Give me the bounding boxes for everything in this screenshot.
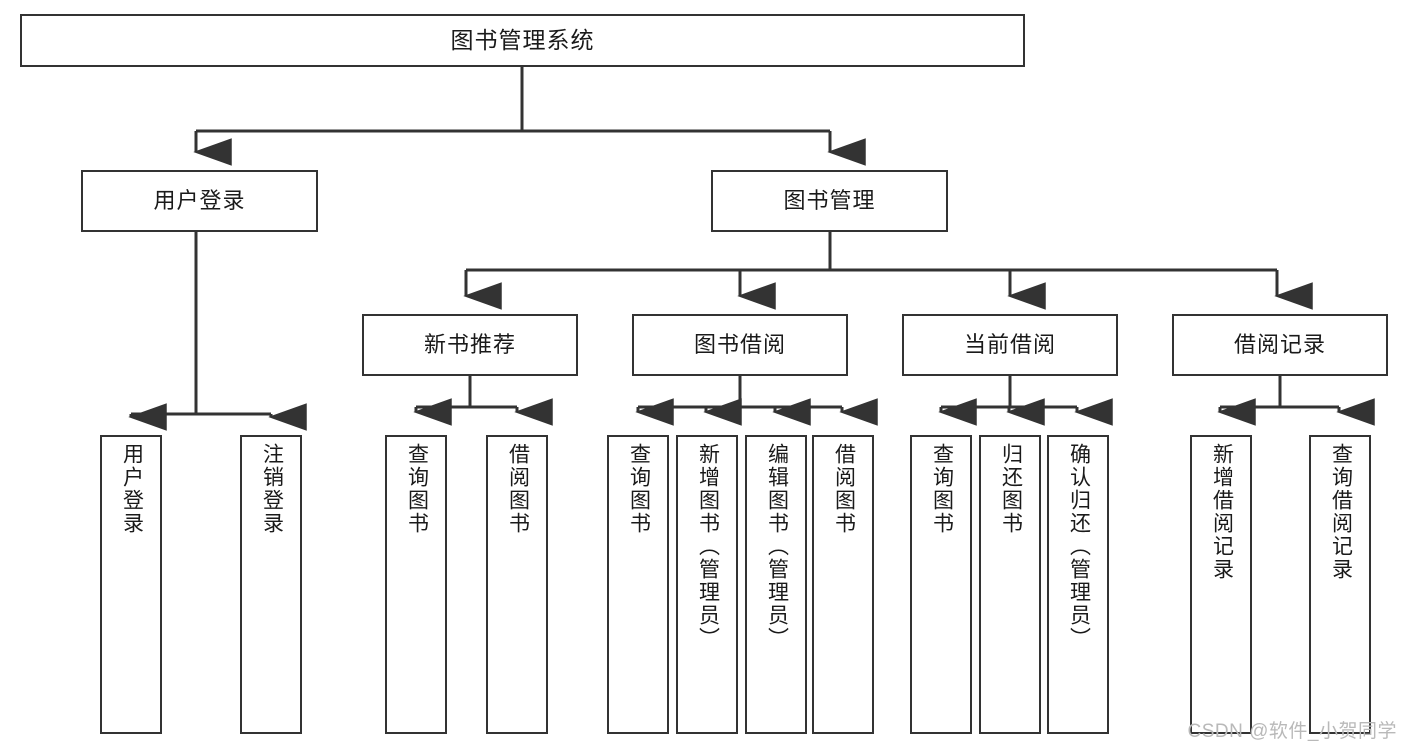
leaf-borrow-record-add[interactable]: 新增借阅记录 [1190,435,1252,734]
node-book-management[interactable]: 图书管理 [711,170,948,232]
leaf-label: 归还图书 [999,443,1023,535]
node-label: 借阅记录 [1233,331,1326,357]
node-root-system[interactable]: 图书管理系统 [20,14,1025,67]
node-label: 图书管理系统 [450,26,595,53]
node-label: 新书推荐 [423,331,516,357]
node-label: 图书借阅 [693,331,786,357]
leaf-label: 新增图书（管理员） [696,443,720,650]
leaf-book-borrow-edit[interactable]: 编辑图书（管理员） [745,435,807,734]
leaf-label: 借阅图书 [832,443,856,535]
watermark-text: CSDN @软件_小贺同学 [1187,721,1397,742]
leaf-book-borrow-borrow[interactable]: 借阅图书 [812,435,874,734]
leaf-label: 确认归还（管理员） [1067,443,1091,650]
leaf-label: 查询图书 [627,443,651,535]
leaf-book-borrow-query[interactable]: 查询图书 [607,435,669,734]
node-new-book-recommend[interactable]: 新书推荐 [362,314,578,376]
leaf-new-book-borrow[interactable]: 借阅图书 [486,435,548,734]
leaf-current-borrow-return[interactable]: 归还图书 [979,435,1041,734]
leaf-current-borrow-query[interactable]: 查询图书 [910,435,972,734]
node-label: 图书管理 [783,187,876,213]
leaf-borrow-record-query[interactable]: 查询借阅记录 [1309,435,1371,734]
leaf-label: 查询图书 [405,443,429,535]
leaf-user-login-login[interactable]: 用户登录 [100,435,162,734]
leaf-label: 借阅图书 [506,443,530,535]
leaf-label: 查询借阅记录 [1329,443,1353,581]
leaf-label: 查询图书 [930,443,954,535]
leaf-current-borrow-confirm-return[interactable]: 确认归还（管理员） [1047,435,1109,734]
leaf-user-login-logout[interactable]: 注销登录 [240,435,302,734]
leaf-label: 用户登录 [120,443,144,535]
leaf-label: 编辑图书（管理员） [765,443,789,650]
leaf-label: 注销登录 [260,443,284,535]
node-current-borrow[interactable]: 当前借阅 [902,314,1118,376]
node-borrow-record[interactable]: 借阅记录 [1172,314,1388,376]
leaf-label: 新增借阅记录 [1210,443,1234,581]
node-user-login[interactable]: 用户登录 [81,170,318,232]
leaf-book-borrow-add[interactable]: 新增图书（管理员） [676,435,738,734]
node-book-borrow[interactable]: 图书借阅 [632,314,848,376]
leaf-new-book-query[interactable]: 查询图书 [385,435,447,734]
node-label: 用户登录 [153,187,246,213]
node-label: 当前借阅 [963,331,1056,357]
